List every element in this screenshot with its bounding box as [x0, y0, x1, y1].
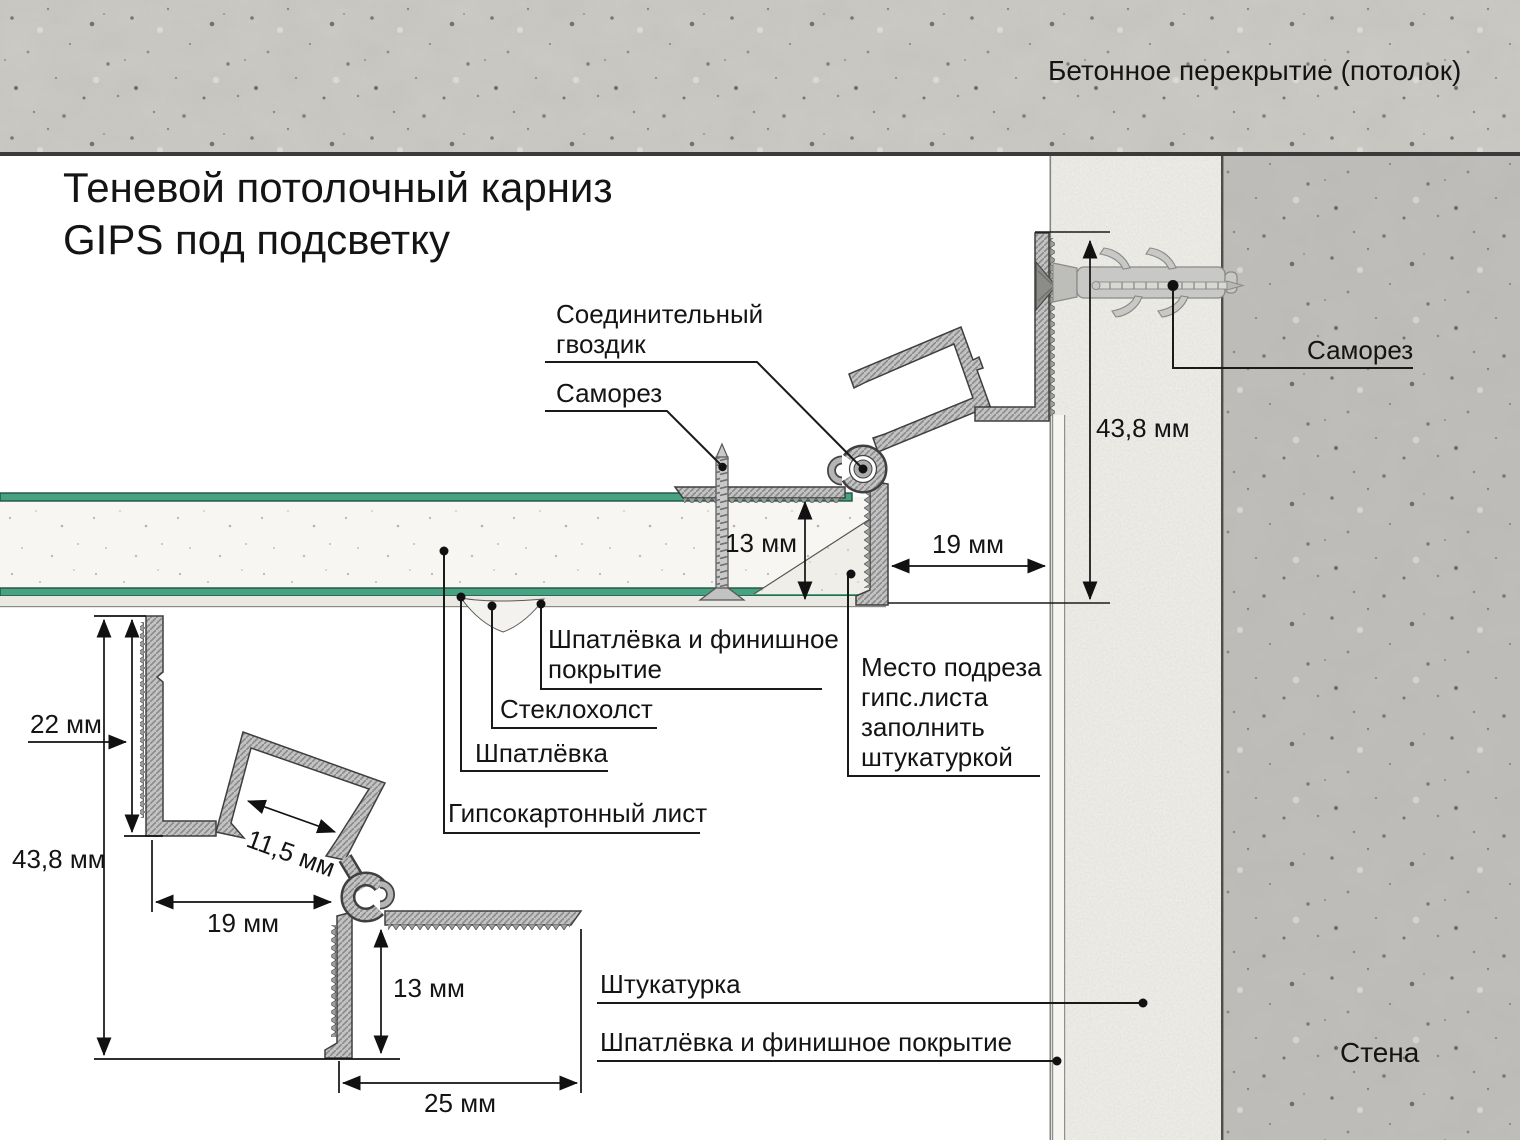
ceiling-slab — [0, 0, 1520, 156]
leader-putty — [460, 599, 608, 772]
profile-led-channel — [848, 326, 991, 453]
leader-screw-wall — [1172, 290, 1413, 369]
wall-screw-callout-dot — [1167, 280, 1179, 291]
dowel-collar — [1052, 262, 1078, 303]
dim-438-assembly: 43,8 мм — [1096, 413, 1190, 443]
text-layer: Бетонное перекрытие (потолок) Теневой по… — [12, 55, 1461, 1118]
gips-profile-assembly — [673, 232, 1055, 606]
dim-13-section: 13 мм — [393, 973, 465, 1003]
label-gypsum-board: Гипсокартонный лист — [448, 798, 707, 828]
profile-flange-teeth — [684, 497, 842, 503]
board-bottom-green-edge — [0, 587, 871, 597]
dowel-fin — [1111, 295, 1143, 318]
leader-fiberglass — [491, 607, 657, 729]
dimension-lines-section — [28, 615, 582, 1093]
label-connector-nail-line2: гвоздик — [556, 329, 646, 359]
callout-dots — [439, 546, 1148, 1066]
profile-board-lip — [855, 480, 889, 606]
page-title-line1: Теневой потолочный карниз — [63, 164, 613, 211]
label-putty-finish-mid-line1: Шпатлёвка и финишное — [548, 624, 839, 654]
label-putty: Шпатлёвка — [475, 738, 609, 768]
dim-115-line — [246, 799, 337, 834]
dim-19-assembly: 19 мм — [932, 529, 1004, 559]
dowel-fin — [1145, 247, 1177, 270]
label-putty-finish-mid-line2: покрытие — [548, 654, 662, 684]
label-plaster: Штукатурка — [600, 969, 741, 999]
leader-screw-main — [545, 410, 722, 466]
section-led-channel — [215, 731, 387, 861]
section-wall-leg-teeth — [140, 622, 146, 818]
section-flange — [384, 910, 583, 926]
dim-22-section: 22 мм — [30, 709, 102, 739]
screw-vertical — [698, 442, 746, 601]
profile-wall-leg-teeth — [1049, 238, 1055, 416]
profile-flange — [673, 486, 846, 499]
wall-plaster-layer — [1049, 156, 1222, 1140]
screw-vertical-head — [698, 587, 746, 601]
dowel-fin — [1099, 247, 1131, 270]
dim-19-section: 19 мм — [207, 908, 279, 938]
dim-25-section: 25 мм — [424, 1088, 496, 1118]
dim-13-assembly: 13 мм — [725, 528, 797, 558]
wall-face-line — [1049, 156, 1052, 1140]
wall-finish-layer — [1052, 415, 1066, 1140]
label-cut-line2: гипс.листа — [861, 682, 989, 712]
label-screw-wall: Саморез — [1307, 335, 1413, 365]
wall-label: Стена — [1340, 1037, 1420, 1068]
leader-connector-nail — [545, 361, 861, 467]
label-fiberglass: Стеклохолст — [500, 694, 653, 724]
label-cut-line3: заполнить — [861, 712, 985, 742]
profile-wall-leg — [974, 232, 1050, 422]
leader-gypsum — [443, 552, 700, 834]
label-cut-line4: штукатуркой — [861, 742, 1013, 772]
section-nail-socket — [338, 854, 395, 923]
ceiling-slab-label: Бетонное перекрытие (потолок) — [1048, 55, 1461, 86]
label-cut-line1: Место подреза — [861, 652, 1042, 682]
page-title-line2: GIPS под подсветку — [63, 216, 450, 263]
section-board-lip-teeth — [331, 925, 337, 1037]
dowel-anchor — [1035, 247, 1245, 318]
label-screw-main: Саморез — [556, 378, 662, 408]
gips-profile-section — [140, 615, 583, 1059]
connector-nail-dot — [858, 464, 868, 474]
profile-board-lip-teeth — [864, 492, 870, 588]
callout-leaders — [443, 290, 1413, 1062]
label-connector-nail-line1: Соединительный — [556, 299, 763, 329]
section-flange-teeth — [388, 924, 570, 930]
leader-cut-area — [847, 576, 1040, 777]
dim-438-section: 43,8 мм — [12, 844, 106, 874]
putty-fillet — [459, 597, 546, 633]
slab-bottom-edge — [0, 152, 1520, 156]
dimension-lines-assembly — [797, 239, 1098, 601]
leader-putty-finish-mid — [540, 606, 822, 690]
plaster-concrete-boundary — [1221, 156, 1224, 1140]
board-top-green-edge — [0, 492, 853, 502]
wall-concrete — [1221, 156, 1520, 1140]
label-putty-finish-bottom: Шпатлёвка и финишное покрытие — [600, 1027, 1012, 1057]
section-wall-leg — [145, 615, 217, 837]
